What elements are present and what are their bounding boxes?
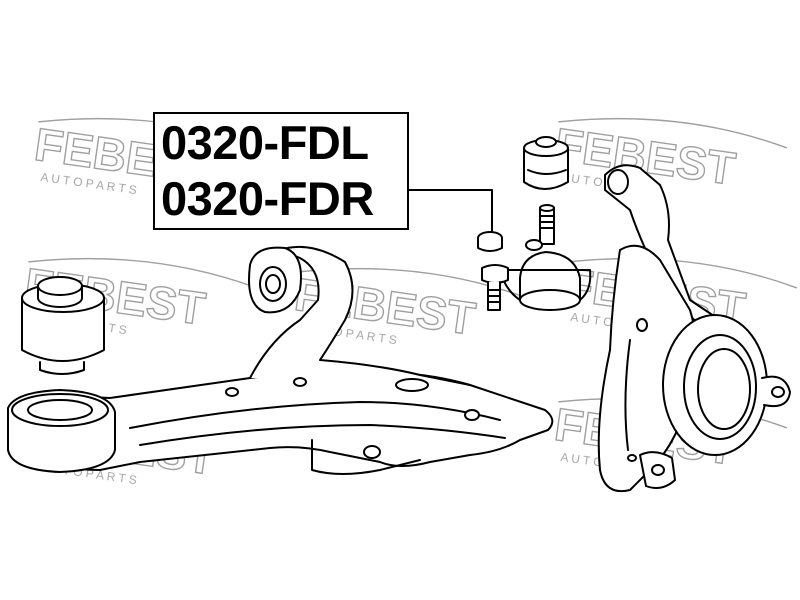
arm-hole xyxy=(395,378,429,392)
parts-lines xyxy=(7,136,791,492)
hub-bore-lip xyxy=(697,348,751,430)
watermark-top-right: FEBEST A U T O P A R T S xyxy=(551,117,788,197)
arm-hole xyxy=(293,377,307,387)
arm-rib xyxy=(129,401,501,429)
leader-line xyxy=(408,189,493,233)
ball-joint-assembly xyxy=(477,136,592,311)
part-number-left: 0320-FDL xyxy=(161,116,369,169)
knuckle-edge-line xyxy=(624,339,631,451)
arm-bracket-drop xyxy=(311,439,421,475)
stud xyxy=(539,207,555,245)
knuckle-upper-eye xyxy=(607,169,629,195)
arm-front-bushing-inner xyxy=(265,274,281,294)
stud-top xyxy=(539,204,555,212)
arm-hole xyxy=(363,445,381,459)
arm-hole xyxy=(225,387,239,397)
washer-body xyxy=(477,237,503,252)
ball-joint-base xyxy=(519,289,581,311)
arm-rear-bushing-bore xyxy=(27,399,93,421)
bolt-head xyxy=(481,264,509,284)
watermark-swoosh xyxy=(568,257,798,289)
part-number-box: 0320-FDL 0320-FDR xyxy=(153,112,409,230)
dust-boot-neck xyxy=(535,136,557,148)
knuckle-lower-hole xyxy=(651,464,665,476)
arm-rib-lower xyxy=(139,424,506,446)
knuckle-ear-hole xyxy=(771,386,785,398)
lower-control-arm xyxy=(7,245,554,475)
knuckle-small-hole xyxy=(636,318,648,332)
bushing-bottom-ring xyxy=(39,361,85,375)
part-number-right: 0320-FDR xyxy=(161,172,374,225)
stud-thread xyxy=(539,215,555,229)
arm-upper-branch xyxy=(249,245,471,386)
arm-hole xyxy=(464,409,480,421)
watermark-swoosh xyxy=(28,257,258,289)
dust-boot-waist xyxy=(527,169,567,175)
nut xyxy=(525,239,543,251)
bolt-thread xyxy=(487,289,501,303)
watermark-swoosh xyxy=(558,117,788,149)
bushing-part xyxy=(21,276,105,375)
bushing-sleeve-cap xyxy=(37,276,83,296)
steering-knuckle xyxy=(597,164,791,492)
knuckle-small-hole xyxy=(627,454,637,462)
knuckle-body xyxy=(597,244,696,492)
